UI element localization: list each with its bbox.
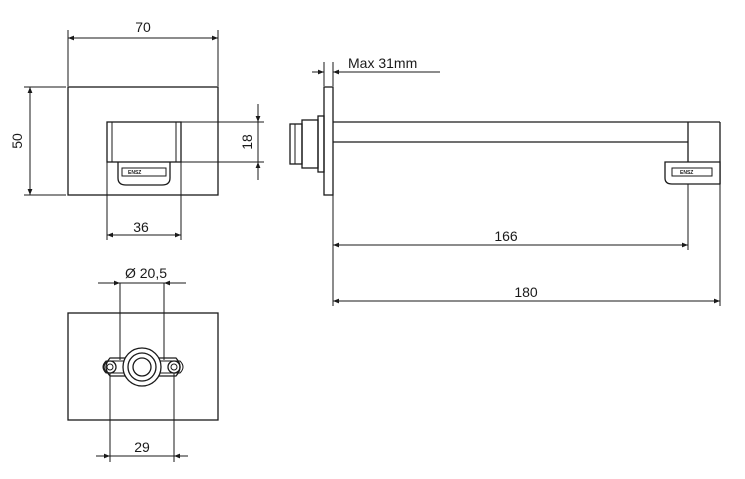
dim-front-width: 70 — [135, 19, 151, 35]
spout-front — [106, 121, 182, 163]
cover-plate-front — [67, 86, 219, 196]
dim-spout-width: 36 — [133, 219, 149, 235]
front-view: ENSZ 70 50 18 36 — [9, 19, 264, 240]
dim-max-wall: Max 31mm — [348, 55, 417, 71]
cover-plate-rear — [67, 312, 219, 421]
aerator-front: ENSZ — [117, 162, 171, 186]
outlet-bore — [132, 357, 152, 377]
outlet-ring-outer — [122, 347, 162, 387]
dim-spout-projection: 166 — [494, 228, 518, 244]
dim-front-height: 50 — [9, 133, 25, 149]
aerator-marking-front: ENSZ — [128, 170, 141, 176]
screw-hole-right — [167, 360, 181, 374]
wall-plate-side — [323, 86, 334, 196]
side-view: ENSZ Max 31mm 166 180 — [289, 55, 721, 306]
mount-view: Ø 20,5 29 — [67, 265, 219, 462]
aerator-side: ENSZ — [664, 161, 721, 185]
dim-spout-height: 18 — [239, 134, 255, 150]
aerator-marking-side: ENSZ — [680, 170, 693, 176]
dim-screw-spacing: 29 — [134, 439, 150, 455]
dim-outlet-diameter: Ø 20,5 — [125, 265, 167, 281]
connector-nut — [289, 123, 303, 165]
dim-total-length: 180 — [514, 284, 538, 300]
